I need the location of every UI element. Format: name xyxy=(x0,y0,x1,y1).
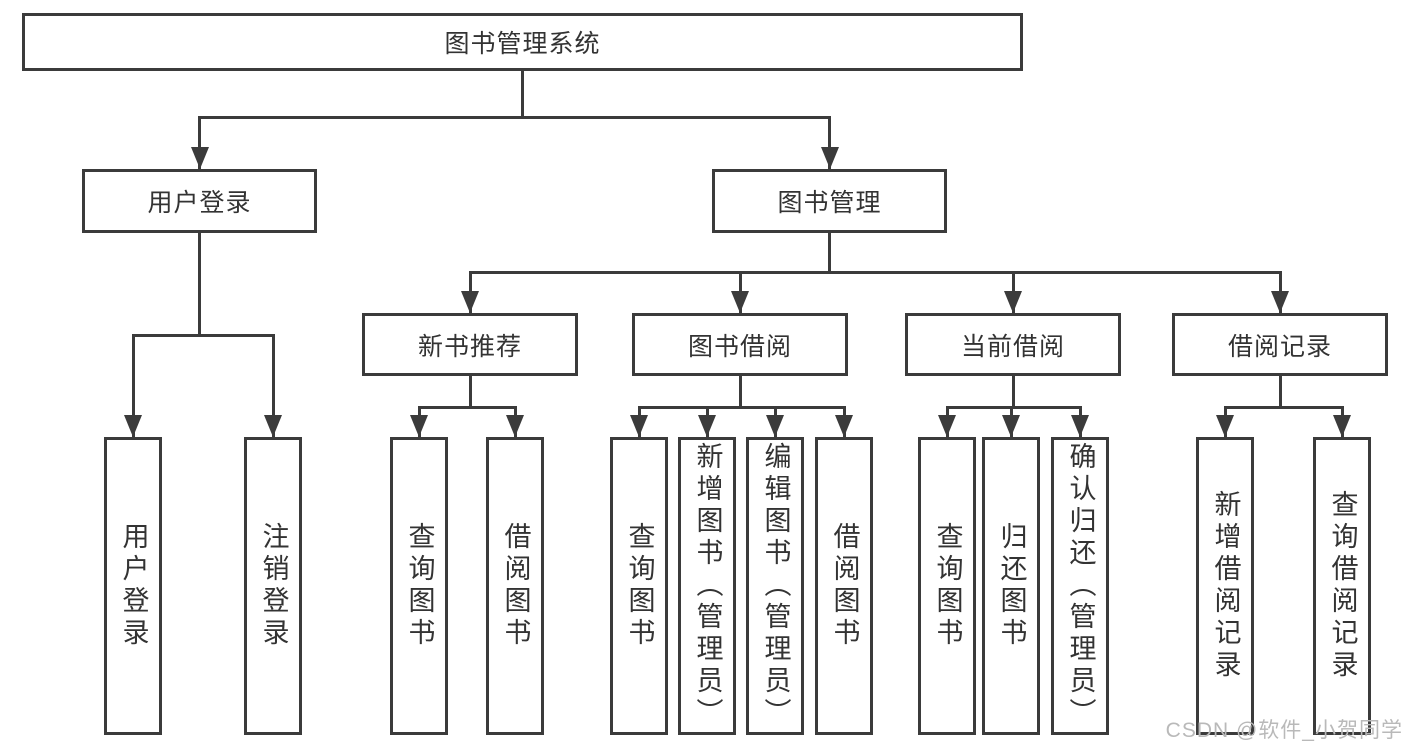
arrow-down-icon xyxy=(1011,274,1015,313)
node-user-login: 用户登录 xyxy=(82,169,317,233)
leaf-label: 借阅图书 xyxy=(829,522,860,650)
arrow-down-icon xyxy=(1340,409,1344,437)
leaf-query-books-2: 查询图书 xyxy=(610,437,668,735)
node-borrowing-records: 借阅记录 xyxy=(1172,313,1388,376)
leaf-label: 查询图书 xyxy=(404,522,435,650)
arrow-down-icon xyxy=(468,274,472,313)
connector-line xyxy=(1223,406,1344,409)
connector-line xyxy=(468,376,472,409)
connector-line xyxy=(521,71,524,118)
arrow-down-icon xyxy=(1223,409,1227,437)
connector-line xyxy=(469,271,1282,274)
node-book-borrowing: 图书借阅 xyxy=(632,313,848,376)
arrow-down-icon xyxy=(271,337,275,437)
arrow-down-icon xyxy=(705,409,709,437)
node-label: 借阅记录 xyxy=(1227,332,1332,361)
node-label: 图书借阅 xyxy=(687,332,792,361)
leaf-confirm-return-admin: 确认归还（管理员） xyxy=(1051,437,1109,735)
node-root-system: 图书管理系统 xyxy=(22,13,1023,71)
leaf-label: 归还图书 xyxy=(996,522,1027,650)
arrow-down-icon xyxy=(1278,274,1282,313)
connector-line xyxy=(198,116,831,119)
arrow-down-icon xyxy=(1078,409,1082,437)
connector-line xyxy=(637,406,846,409)
leaf-label: 新增借阅记录 xyxy=(1210,490,1241,682)
connector-line xyxy=(1278,376,1282,409)
node-book-management: 图书管理 xyxy=(712,169,947,233)
connector-line xyxy=(198,233,201,335)
leaf-label: 查询图书 xyxy=(932,522,963,650)
leaf-label: 编辑图书（管理员） xyxy=(760,442,791,730)
leaf-label: 注销登录 xyxy=(258,522,289,650)
node-root-label: 图书管理系统 xyxy=(444,30,601,58)
node-label: 用户登录 xyxy=(147,189,252,217)
arrow-down-icon xyxy=(513,409,517,437)
node-label: 图书管理 xyxy=(777,189,882,217)
leaf-label: 新增图书（管理员） xyxy=(692,442,723,730)
arrow-down-icon xyxy=(131,337,135,437)
arrow-down-icon xyxy=(773,409,777,437)
leaf-label: 借阅图书 xyxy=(500,522,531,650)
leaf-logout: 注销登录 xyxy=(244,437,302,735)
leaf-label: 查询借阅记录 xyxy=(1327,490,1358,682)
leaf-query-books-3: 查询图书 xyxy=(918,437,976,735)
leaf-borrow-books-2: 借阅图书 xyxy=(815,437,873,735)
arrow-down-icon xyxy=(738,274,742,313)
arrow-down-icon xyxy=(198,119,201,169)
connector-line xyxy=(417,406,517,409)
leaf-add-borrow-record: 新增借阅记录 xyxy=(1196,437,1254,735)
arrow-down-icon xyxy=(637,409,641,437)
arrow-down-icon xyxy=(828,119,831,169)
node-label: 新书推荐 xyxy=(417,332,522,361)
connector-line xyxy=(828,233,831,272)
connector-line xyxy=(132,334,275,337)
connector-line xyxy=(738,376,742,409)
leaf-add-books-admin: 新增图书（管理员） xyxy=(678,437,736,735)
node-label: 当前借阅 xyxy=(960,332,1065,361)
leaf-label: 确认归还（管理员） xyxy=(1065,442,1096,730)
leaf-edit-books-admin: 编辑图书（管理员） xyxy=(746,437,804,735)
node-new-book-recommend: 新书推荐 xyxy=(362,313,578,376)
leaf-query-books-1: 查询图书 xyxy=(390,437,448,735)
arrow-down-icon xyxy=(842,409,846,437)
leaf-label: 查询图书 xyxy=(624,522,655,650)
leaf-query-borrow-record: 查询借阅记录 xyxy=(1313,437,1371,735)
leaf-user-login: 用户登录 xyxy=(104,437,162,735)
csdn-watermark: CSDN @软件_小贺同学 xyxy=(1165,719,1403,742)
arrow-down-icon xyxy=(1009,409,1013,437)
leaf-return-books: 归还图书 xyxy=(982,437,1040,735)
connector-line xyxy=(945,406,1082,409)
arrow-down-icon xyxy=(417,409,421,437)
arrow-down-icon xyxy=(945,409,949,437)
connector-line xyxy=(1011,376,1015,409)
leaf-label: 用户登录 xyxy=(118,522,149,650)
node-current-borrowing: 当前借阅 xyxy=(905,313,1121,376)
leaf-borrow-books-1: 借阅图书 xyxy=(486,437,544,735)
